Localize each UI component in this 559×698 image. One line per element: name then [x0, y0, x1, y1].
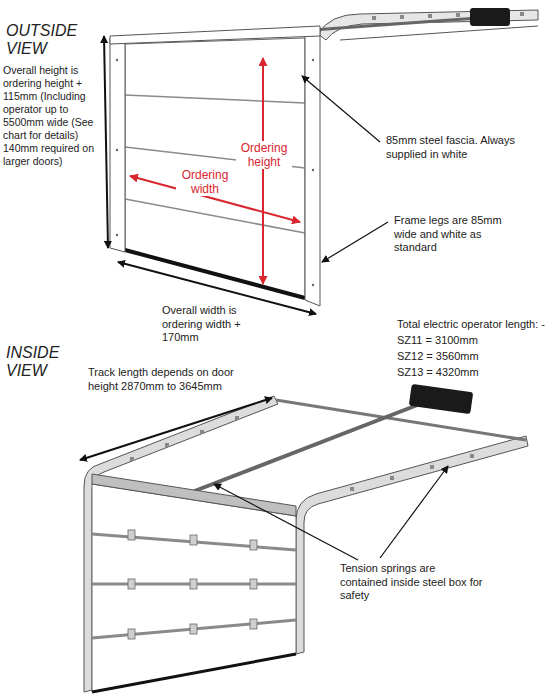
steel-fascia — [110, 26, 320, 44]
door-panel — [92, 484, 296, 692]
leader-line — [322, 222, 388, 262]
spring-box — [92, 474, 296, 516]
track-length-arrow — [80, 398, 272, 460]
electric-operator — [470, 8, 510, 26]
dimension-note: Overall width is ordering width + 170mm — [160, 304, 272, 345]
leader-line — [302, 76, 380, 142]
hinges — [128, 530, 257, 639]
electric-operator — [409, 384, 473, 414]
panel-grooves — [125, 95, 305, 233]
right-frame-leg — [305, 28, 320, 306]
dimension-note: Track length depends on door height 2870… — [86, 366, 246, 393]
operator-note: Total electric operator length: - — [395, 318, 555, 332]
inside-tracks — [84, 396, 528, 692]
dimension-label: Ordering width — [176, 168, 234, 196]
ordering-height-arrow — [262, 58, 264, 284]
panel-joints — [92, 534, 296, 638]
door-panel — [125, 38, 305, 298]
leader-line — [380, 466, 448, 558]
operator-rail — [192, 404, 420, 492]
callout-note: Tension springs are contained inside ste… — [338, 562, 488, 603]
view-heading: OUTSIDE VIEW — [4, 22, 104, 58]
operator-note: SZ12 = 3560mm — [395, 350, 555, 364]
frame-fixings — [116, 59, 314, 286]
dimension-note: Overall height is ordering height + 115m… — [1, 64, 101, 168]
leader-line — [214, 484, 358, 560]
view-heading: INSIDE VIEW — [4, 344, 84, 380]
callout-note: 85mm steel fascia. Always supplied in wh… — [384, 134, 534, 161]
bottom-seal — [92, 654, 296, 692]
left-frame-leg — [110, 38, 125, 252]
operator-note: SZ11 = 3100mm — [395, 334, 555, 348]
callout-note: Frame legs are 85mm wide and white as st… — [392, 214, 522, 255]
operator-note: SZ13 = 4320mm — [395, 366, 555, 380]
overall-height-arrow — [104, 36, 108, 248]
dimension-label: Ordering height — [236, 141, 292, 169]
bottom-seal — [125, 250, 305, 298]
rear-hanger — [276, 400, 526, 440]
